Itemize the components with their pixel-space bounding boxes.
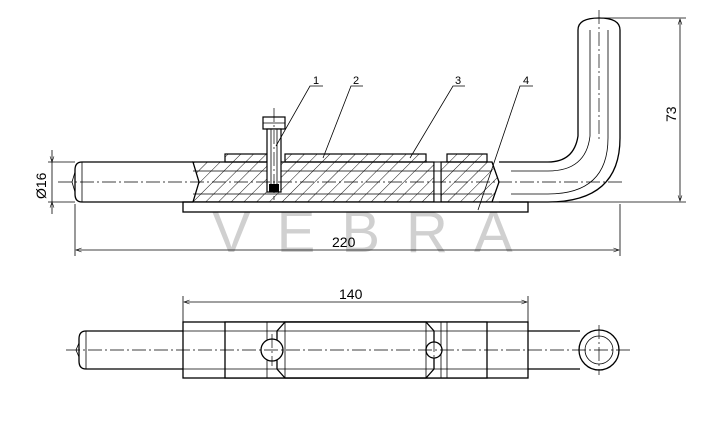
top-plate-mid (284, 153, 427, 163)
dim-overall-length: 220 (332, 234, 356, 250)
dimensions-top (48, 17, 686, 256)
part-label-3: 3 (455, 75, 461, 87)
base-plate (182, 201, 529, 213)
top-plate-right (446, 153, 488, 163)
plan-view (66, 296, 632, 379)
part-label-2: 2 (353, 75, 359, 87)
dim-plate-length: 140 (339, 286, 363, 302)
dim-diameter: Ø16 (33, 172, 49, 199)
side-view (58, 10, 625, 213)
part-label-1: 1 (313, 75, 319, 87)
part-label-4: 4 (523, 75, 529, 87)
top-plate-left (224, 153, 268, 163)
dim-height: 73 (663, 106, 679, 122)
bent-rod-outer (499, 17, 621, 203)
